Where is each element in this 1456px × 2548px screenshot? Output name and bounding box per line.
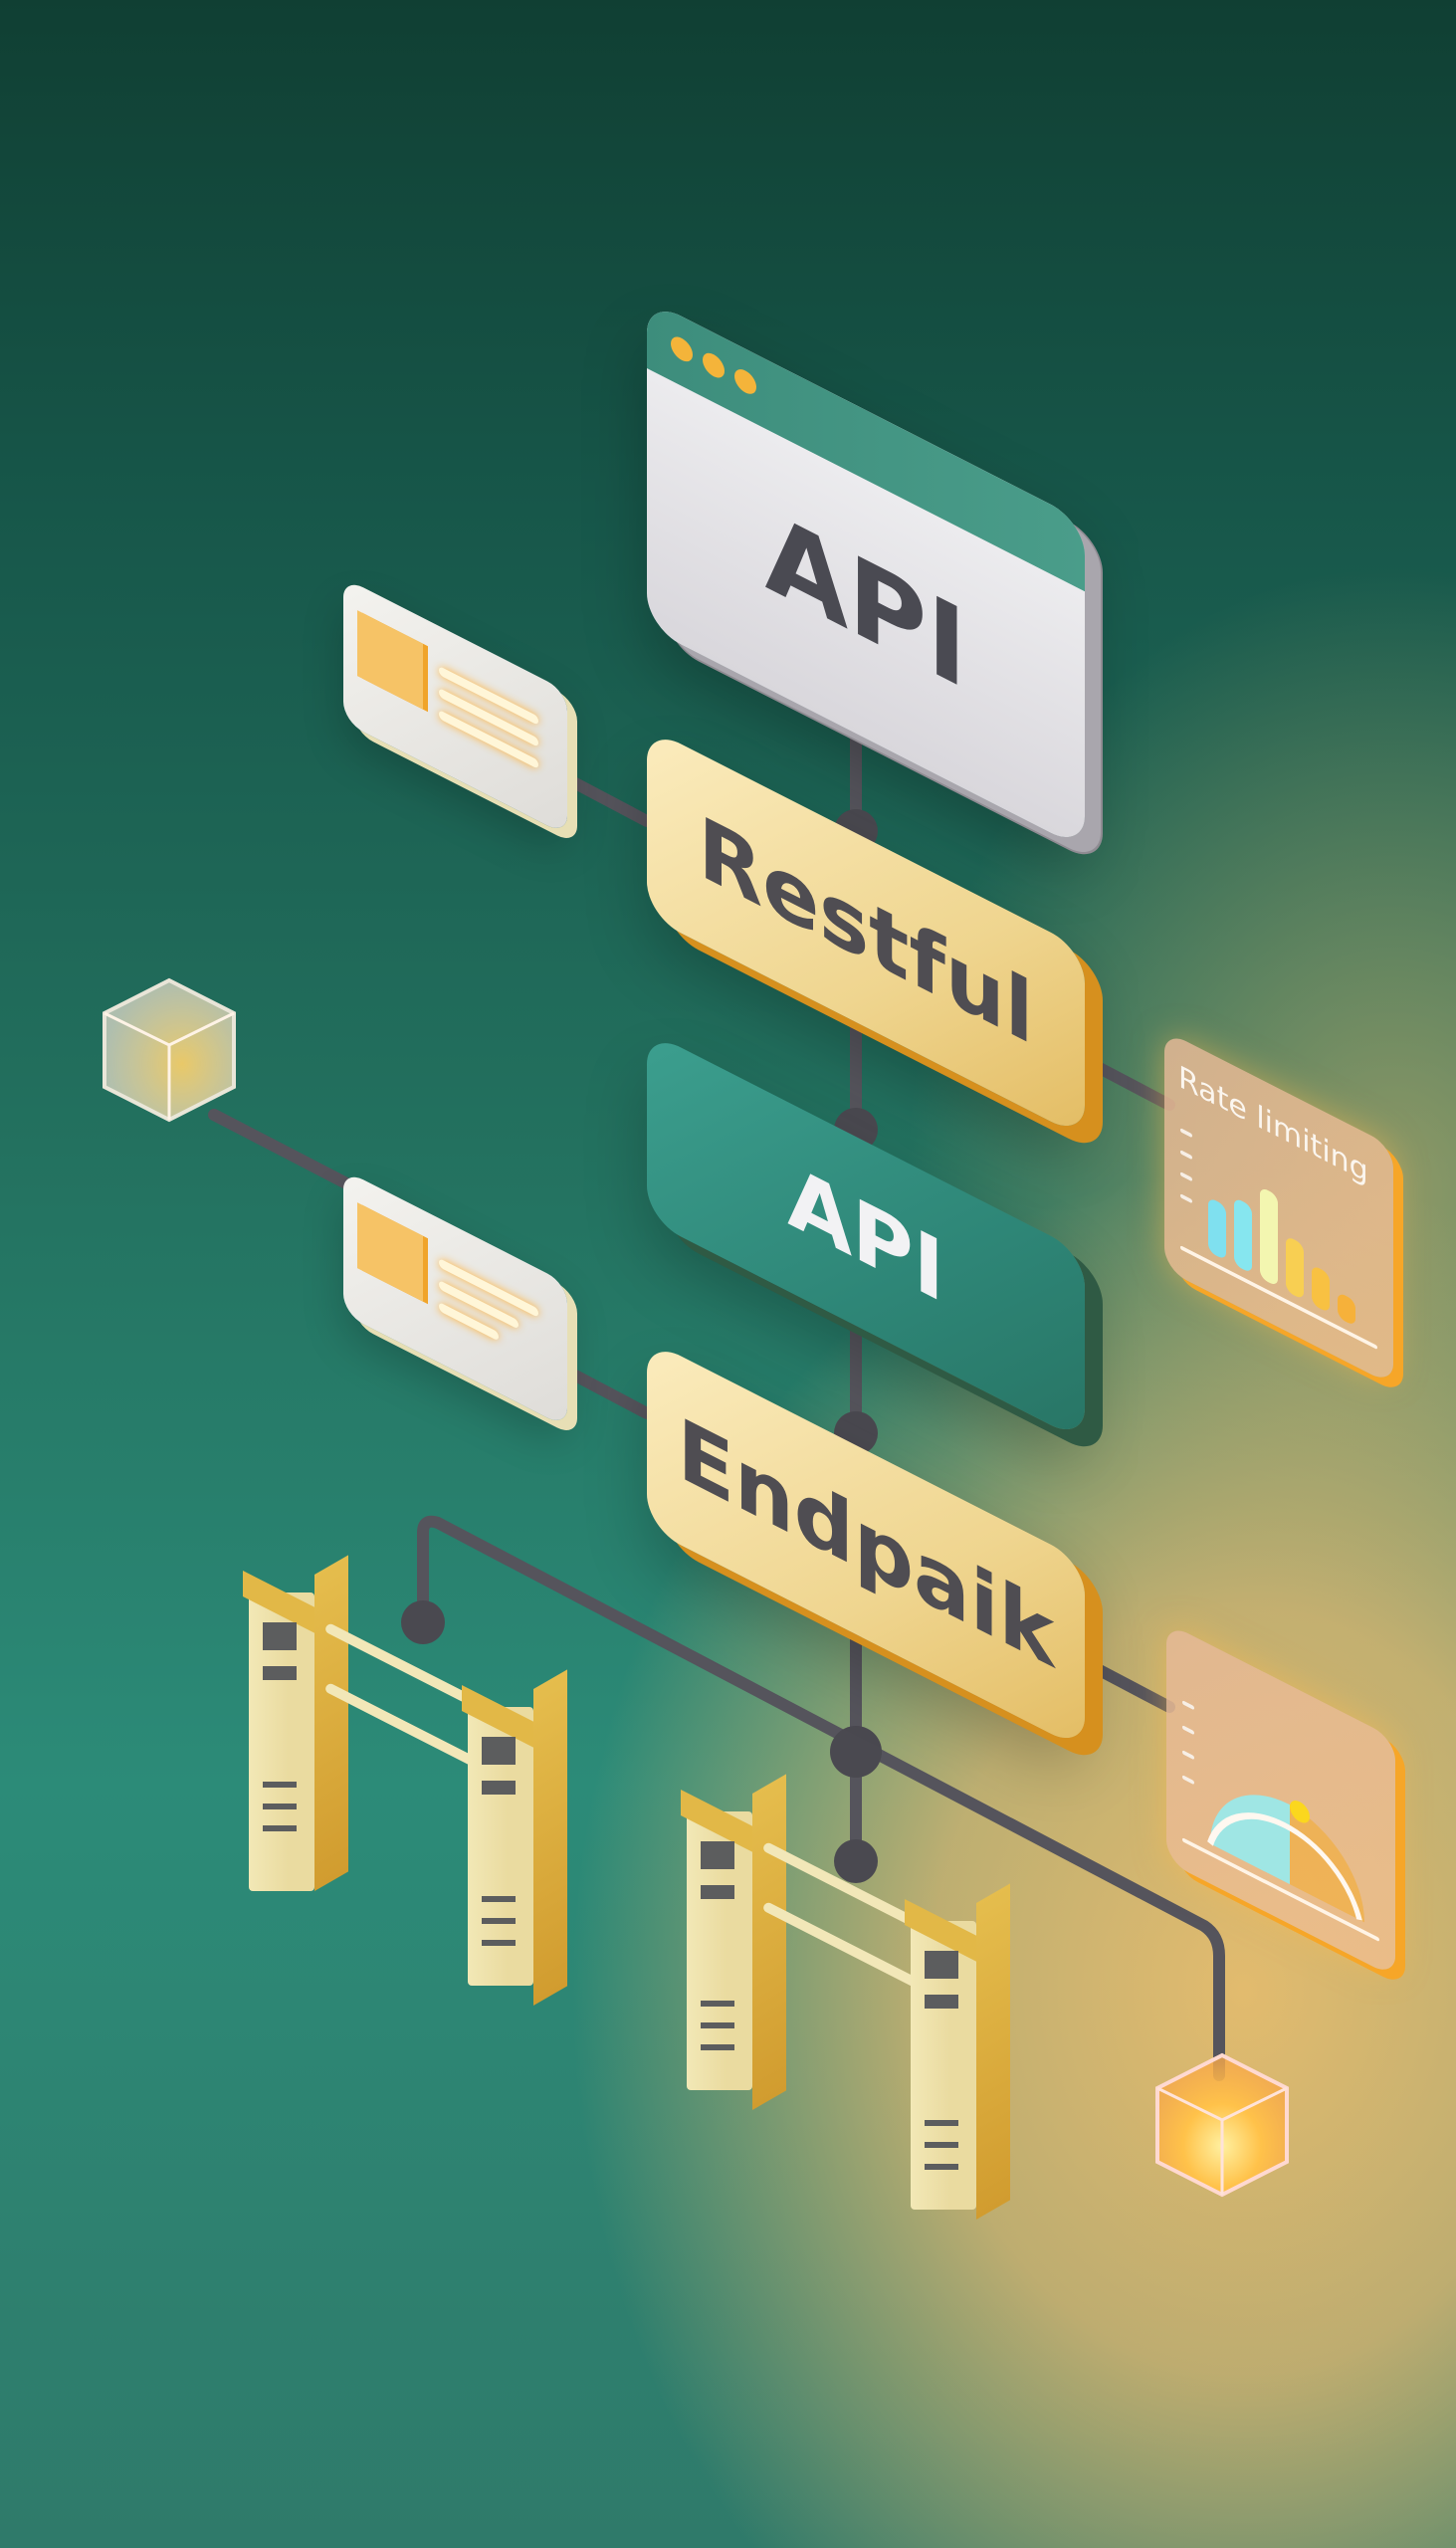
window-dot-icon — [703, 348, 725, 382]
gauge-panel — [1166, 1622, 1395, 1979]
glass-cube-icon — [1155, 2052, 1289, 2198]
window-dot-icon — [734, 364, 756, 399]
chart-bar — [1208, 1196, 1226, 1261]
chart-bar — [1260, 1185, 1278, 1288]
gateway-icon — [681, 1782, 1025, 2239]
window-dot-icon — [671, 332, 693, 366]
glass-cube-icon — [103, 977, 236, 1123]
chart-bar — [1286, 1235, 1304, 1301]
gateway-icon — [243, 1553, 587, 1991]
rate-limiting-panel: Rate limiting — [1164, 1030, 1393, 1386]
document-card-icon — [343, 577, 567, 836]
chart-bar — [1234, 1196, 1252, 1274]
document-card-icon — [343, 1169, 567, 1428]
